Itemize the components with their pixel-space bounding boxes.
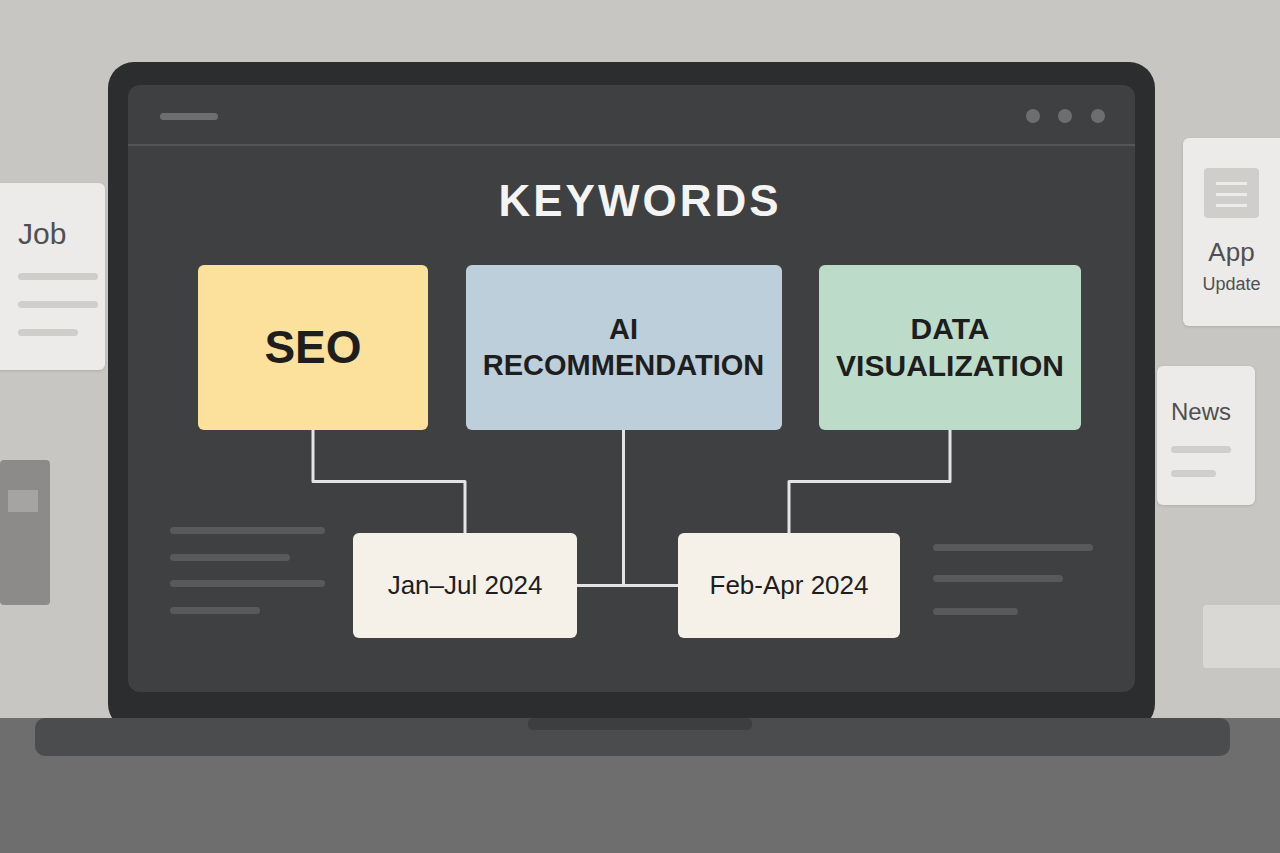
keyword-box: DATA VISUALIZATION [819,265,1081,430]
app-icon-line [1216,182,1247,185]
box-label: SEO [264,319,361,375]
keyword-box: AI RECOMMENDATION [466,265,782,430]
app-icon-line [1216,204,1247,207]
box-label: Jan–Jul 2024 [388,570,543,602]
box-label: DATA VISUALIZATION [833,311,1067,384]
news-card: News [1157,366,1255,505]
text-placeholder-bar [18,273,98,280]
connector-line [624,430,679,586]
diagram-title: KEYWORDS [0,176,1280,226]
app-icon-line [1216,193,1247,196]
date-box: Jan–Jul 2024 [353,533,577,638]
date-box: Feb-Apr 2024 [678,533,900,638]
card-label: Job [18,217,66,252]
app-update-card: AppUpdate [1183,138,1280,326]
connector-line [313,430,465,533]
text-placeholder-bar [1171,470,1216,477]
box-label: Feb-Apr 2024 [710,570,869,602]
app-icon [1204,168,1259,218]
card-label: News [1171,398,1231,426]
card-sublabel: Update [1183,274,1280,295]
job-card: Job [0,183,105,370]
card-label: App [1183,238,1280,268]
box-label: AI RECOMMENDATION [480,312,768,383]
text-placeholder-bar [1171,446,1231,453]
connector-line [789,430,950,533]
connector-line [577,430,624,586]
text-placeholder-bar [18,301,98,308]
text-placeholder-bar [18,329,78,336]
keyword-box: SEO [198,265,428,430]
